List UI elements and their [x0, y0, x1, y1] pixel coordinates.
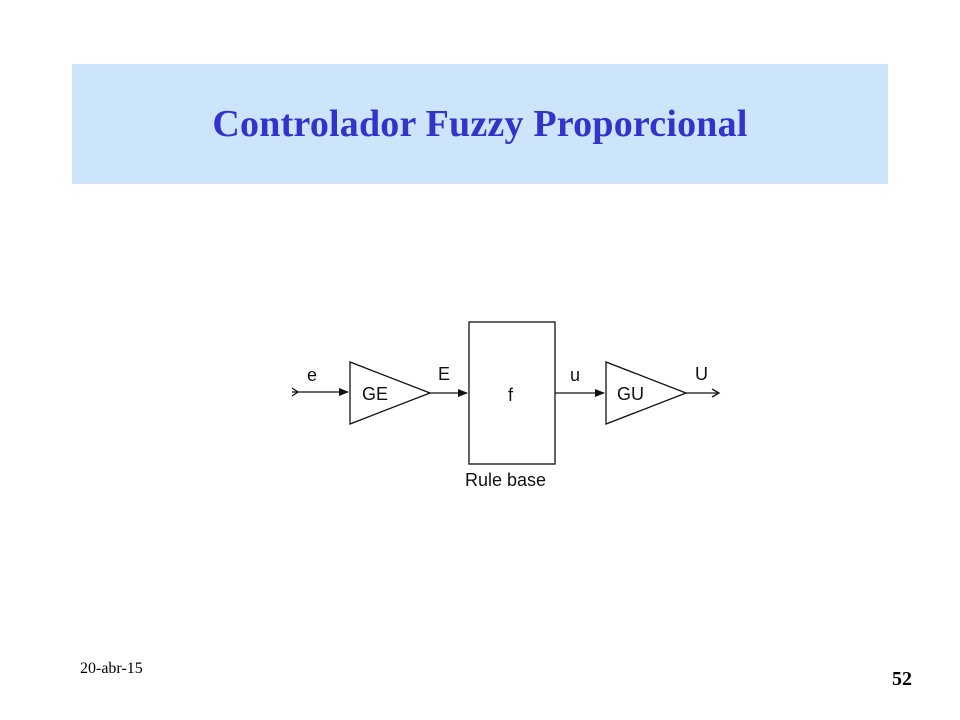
rule-base-block	[468, 321, 556, 465]
slide-title: Controlador Fuzzy Proporcional	[212, 103, 748, 145]
gain-block-ge	[349, 361, 432, 425]
gain-block-gu	[605, 361, 688, 425]
rule-block-label-f: f	[508, 385, 514, 405]
rule-base-caption: Rule base	[465, 470, 546, 490]
signal-label-u: u	[570, 365, 580, 385]
page-number: 52	[892, 668, 912, 690]
gain-label-gu: GU	[617, 384, 644, 404]
output-open-chevron	[711, 388, 721, 398]
slide-date: 20-abr-15	[80, 660, 143, 677]
signal-label-E: E	[438, 364, 450, 384]
title-band: Controlador Fuzzy Proporcional	[72, 64, 888, 184]
signal-label-e: e	[307, 365, 317, 385]
gain-label-ge: GE	[362, 384, 388, 404]
signal-label-U: U	[695, 364, 708, 384]
